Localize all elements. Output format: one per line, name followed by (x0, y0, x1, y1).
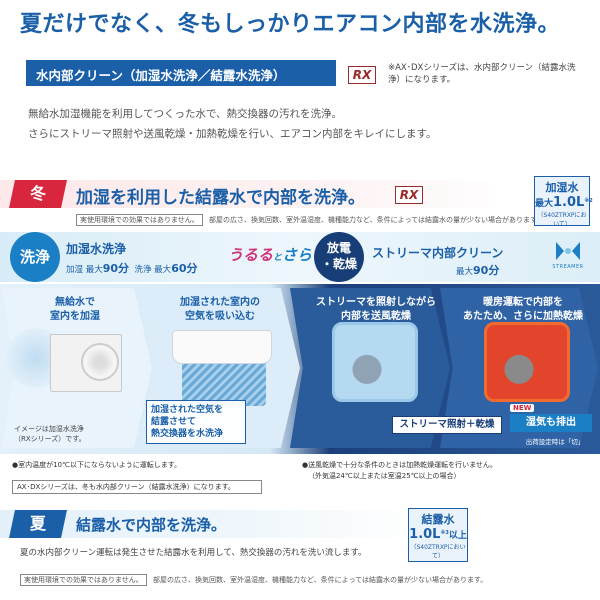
winter-band (0, 180, 520, 208)
process-strip (0, 232, 600, 282)
heat-dry-illustration (484, 322, 570, 402)
step2-note: 加湿された空気を結露させて熱交換器を水洗浄 (146, 400, 246, 444)
winter-tag: 冬 (9, 180, 67, 208)
description-line: 無給水加湿機能を利用してつくった水で、熱交換器の汚れを洗浄。 (28, 108, 343, 120)
series-note: ※AX･DXシリーズは、水内部クリーン（結露水洗浄）になります。 (388, 63, 576, 85)
outdoor-unit-illustration (50, 334, 122, 392)
humid-model: （S40ZTRXPにおいて） (537, 212, 587, 228)
wash-title: 加湿水洗浄 (66, 242, 127, 256)
condition-text: 部屋の広さ、換気回数、室外温湿度、機種能力など、条件によっては結露水の量が少ない… (209, 216, 544, 224)
rx-badge: RX (395, 186, 423, 204)
note-left: ●室内温度が10℃以下にならないように運転します。 (12, 461, 182, 469)
summer-band (0, 510, 420, 538)
condensation-value: 1.0L※3以上 (409, 527, 467, 542)
condensation-water-box: 結露水 1.0L※3以上 （S40ZTRXPにおいて） (408, 508, 468, 562)
section-label: 水内部クリーン（加湿水洗浄／結露水洗浄） (26, 60, 336, 86)
headline: 夏だけでなく、冬もしっかりエアコン内部を水洗浄。 (20, 12, 561, 37)
dry-circle: 放電・乾燥 (314, 232, 364, 282)
condition-note: 実使用環境での効果ではありません。 部屋の広さ、換気回数、室外温湿度、機種能力な… (76, 214, 543, 226)
humid-value: 最大1.0L※2 (535, 195, 593, 210)
wash-sub: 加湿 最大90分 洗浄 最大60分 (66, 262, 198, 275)
image-note: イメージは加湿水洗浄（RXシリーズ）です。 (14, 425, 86, 443)
step3-caption: ストリーマを照射しながら内部を送風乾燥 (316, 297, 436, 322)
humid-title: 加湿水 (545, 181, 579, 194)
note-right: ●送風乾燥で十分な条件のときは加熱乾燥運転を行いません。（外気温24℃以上または… (302, 461, 497, 480)
summer-title: 結露水で内部を洗浄。 (76, 516, 227, 534)
summer-description: 夏の水内部クリーン運転は発生させた結露水を利用して、熱交換器の汚れを洗い流します… (20, 548, 367, 558)
humid-water-box: 加湿水 最大1.0L※2 （S40ZTRXPにおいて） (534, 176, 593, 228)
streamer-dry-tag: ストリーマ照射＋乾燥 (392, 416, 502, 434)
dry-sub: 最大90分 (456, 264, 500, 277)
condition-box: 実使用環境での効果ではありません。 (20, 574, 147, 586)
streamer-logo: STREAMER (548, 238, 588, 276)
condition-box: 実使用環境での効果ではありません。 (76, 214, 203, 226)
condensation-title: 結露水 (421, 513, 455, 526)
indoor-unit-illustration (172, 330, 272, 364)
summer-tag: 夏 (9, 510, 67, 538)
step4-caption: 暖房運転で内部をあたため、さらに加熱乾燥 (463, 297, 583, 322)
exhaust-tag: 湿気も排出 (510, 414, 592, 432)
winter-title: 加湿を利用した結露水で内部を洗浄。 (76, 188, 365, 208)
description: 無給水加湿機能を利用してつくった水で、熱交換器の汚れを洗浄。 さらにストリーマ照… (28, 104, 588, 144)
brand-logo: うるるとさらら (228, 246, 328, 264)
step2-caption: 加湿された室内の空気を吸い込む (180, 297, 260, 322)
dry-title: ストリーマ内部クリーン (372, 246, 504, 260)
wash-circle: 洗浄 (10, 232, 60, 282)
description-line: さらにストリーマ照射や送風乾燥・加熱乾燥を行い、エアコン内部をキレイにします。 (28, 128, 437, 140)
new-badge: NEW (510, 404, 535, 412)
condensation-model: （S40ZTRXPにおいて） (410, 544, 466, 560)
streamer-icon (556, 242, 580, 260)
heat-exchanger-illustration (182, 358, 266, 406)
step1-caption: 無給水で室内を加湿 (50, 297, 100, 322)
condition-note: 実使用環境での効果ではありません。 部屋の広さ、換気回数、室外温湿度、機種能力な… (20, 574, 580, 586)
condition-text: 部屋の広さ、換気回数、室外温湿度、機種能力など、条件によっては結露水の量が少ない… (153, 576, 488, 584)
exhaust-note: 出荷設定時は「切」 (525, 438, 585, 446)
ax-series-note: AX･DXシリーズは、冬も水内部クリーン（結露水洗浄）になります。 (12, 480, 262, 494)
rx-badge: RX (348, 66, 376, 84)
fan-dry-illustration (332, 322, 418, 402)
